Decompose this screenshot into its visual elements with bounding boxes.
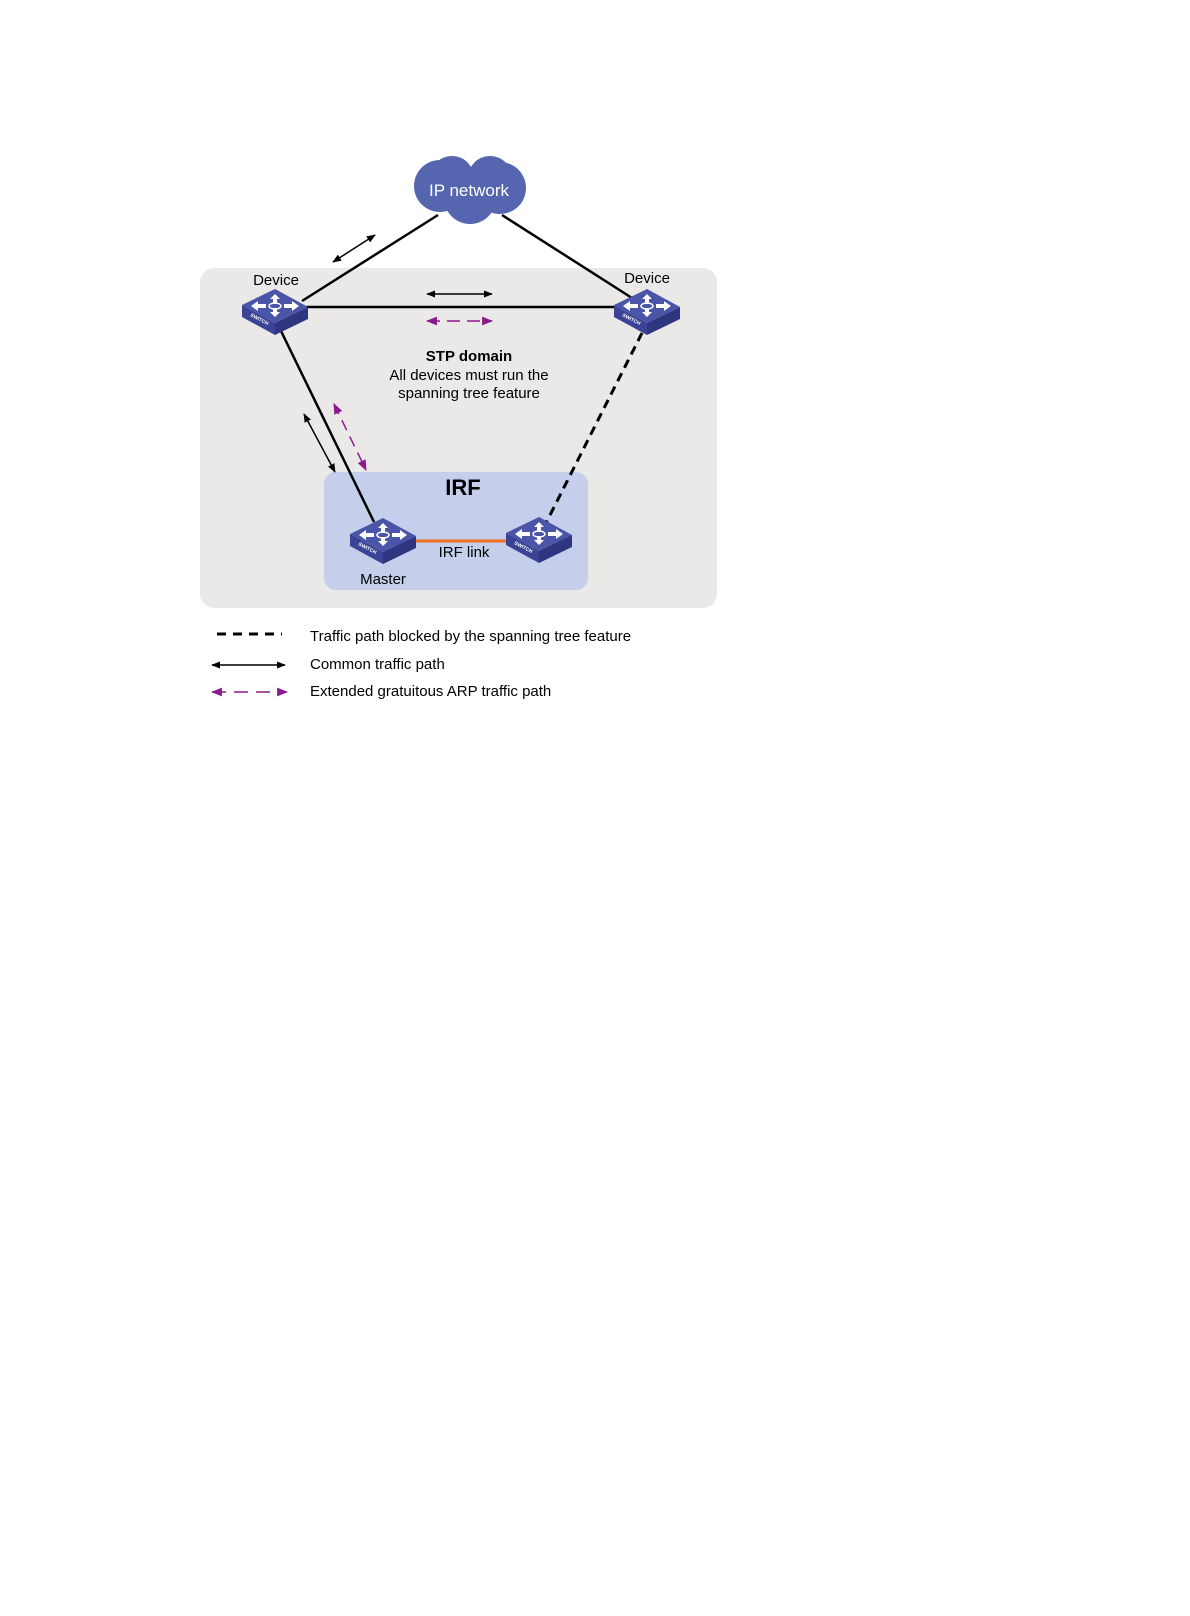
device-label-right: Device [624,270,670,287]
legend: Traffic path blocked by the spanning tre… [212,628,631,700]
master-label: Master [360,571,406,588]
device-label-left: Device [253,272,299,289]
cloud-label: IP network [429,181,510,200]
legend-blocked-label: Traffic path blocked by the spanning tre… [310,628,631,645]
stp-domain-desc-line1: All devices must run the [389,367,548,384]
legend-arp-label: Extended gratuitous ARP traffic path [310,683,551,700]
stp-domain-desc-line2: spanning tree feature [398,385,540,402]
legend-common-label: Common traffic path [310,656,445,673]
irf-link-label: IRF link [439,544,490,561]
irf-title: IRF [445,475,480,500]
stp-domain-title: STP domain [426,348,512,365]
